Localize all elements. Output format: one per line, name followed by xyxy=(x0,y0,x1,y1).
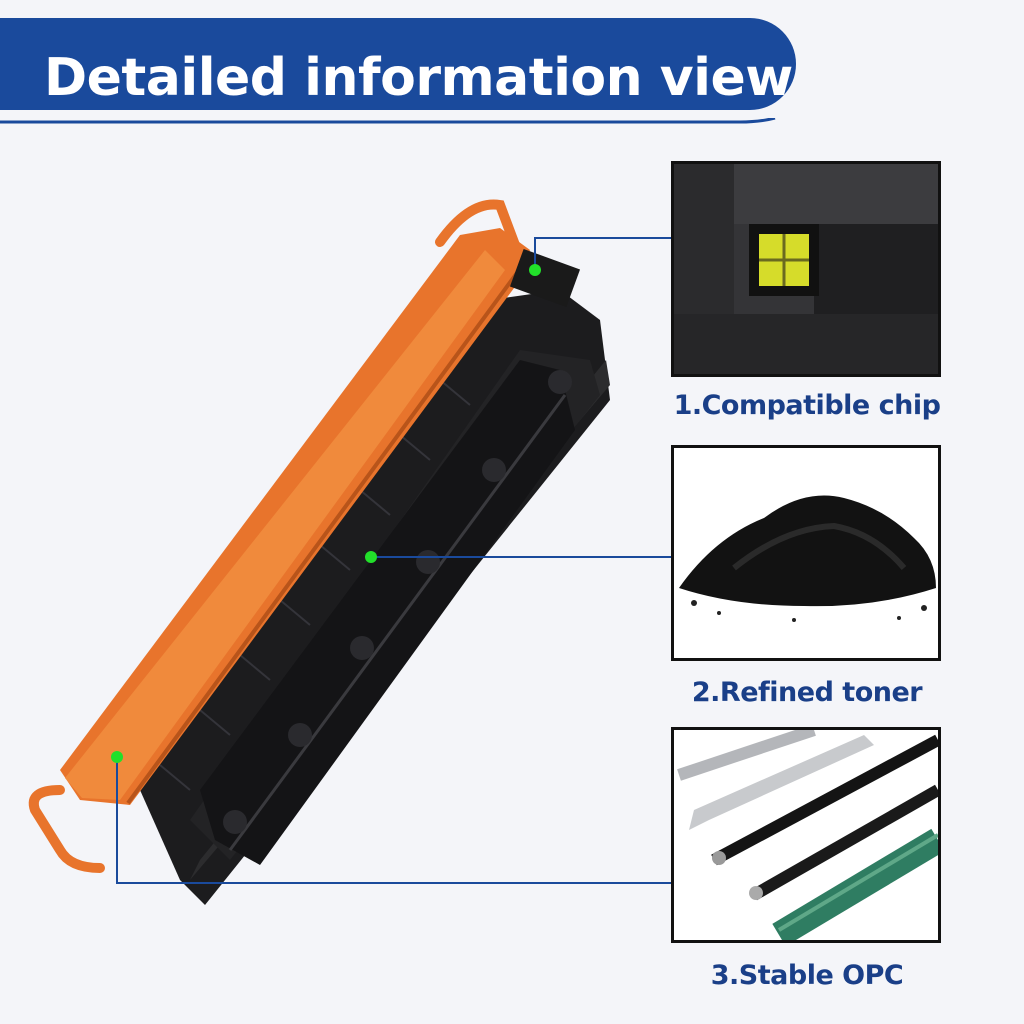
opc-panel xyxy=(671,727,941,943)
page-title: Detailed information view xyxy=(44,48,793,108)
callout-dot-chip xyxy=(529,264,541,276)
toner-caption: 2.Refined toner xyxy=(691,677,923,708)
opc-drum-photo-icon xyxy=(674,730,938,940)
chip-caption: 1.Compatible chip xyxy=(673,390,941,421)
callout-dot-opc xyxy=(111,751,123,763)
callout-line-chip xyxy=(534,237,671,270)
callout-line-opc xyxy=(116,757,671,884)
chip-photo-icon xyxy=(674,164,938,374)
opc-caption: 3.Stable OPC xyxy=(710,960,904,991)
banner-underline xyxy=(0,118,776,124)
callout-dot-toner xyxy=(365,551,377,563)
toner-powder-photo-icon xyxy=(674,448,938,658)
header-banner: Detailed information view xyxy=(0,18,796,110)
toner-panel xyxy=(671,445,941,661)
chip-panel xyxy=(671,161,941,377)
